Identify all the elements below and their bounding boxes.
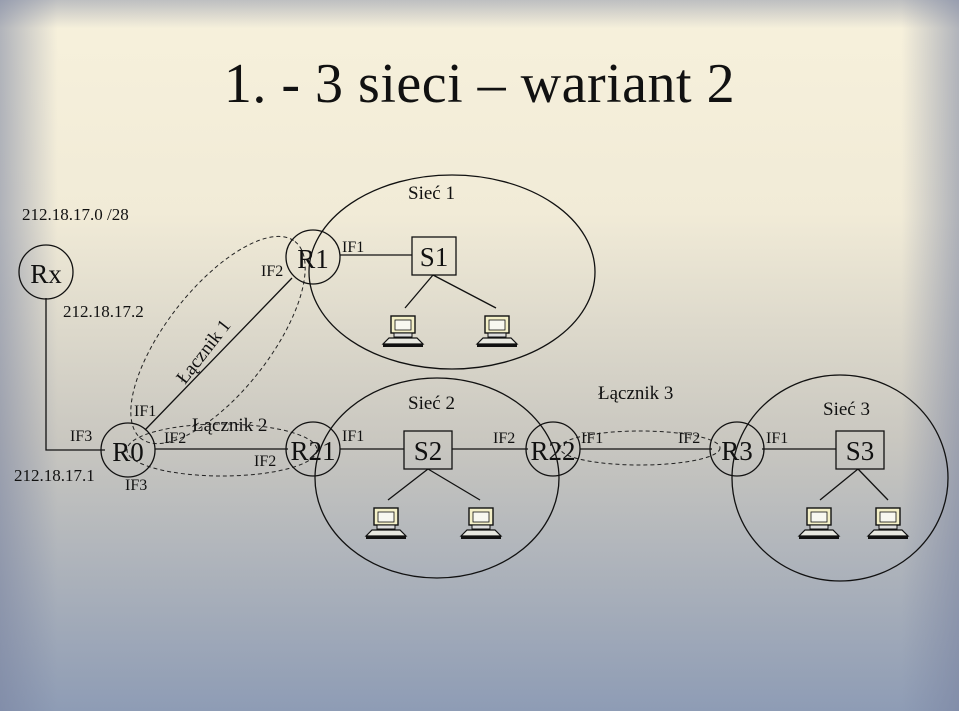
svg-text:S3: S3 [846, 436, 875, 466]
svg-text:R1: R1 [297, 244, 329, 274]
svg-text:IF1: IF1 [342, 428, 364, 445]
link-1-label: Łącznik 1 [172, 316, 235, 388]
computer-icon [382, 315, 424, 348]
svg-text:IF2: IF2 [254, 453, 276, 470]
computer-icon [867, 507, 909, 540]
r0-ip-label: 212.18.17.1 [14, 466, 95, 485]
link-3-label: Łącznik 3 [598, 383, 673, 404]
svg-text:R0: R0 [112, 437, 144, 467]
svg-text:IF3: IF3 [125, 477, 147, 494]
computer-icon [460, 507, 502, 540]
network-address-label: 212.18.17.0 /28 [22, 205, 129, 224]
link-1-dashed-ellipse [130, 235, 306, 445]
router-r22: R22 [525, 421, 581, 477]
link-3-dashed-ellipse [559, 430, 721, 466]
svg-text:IF3: IF3 [70, 428, 92, 445]
router-r1: R1 [285, 229, 341, 285]
svg-text:IF2: IF2 [261, 263, 283, 280]
slide-title: 1. - 3 sieci – wariant 2 [223, 53, 736, 115]
svg-text:IF2: IF2 [493, 430, 515, 447]
switch-s3: S3 [835, 430, 885, 470]
link-2-label: Łącznik 2 [192, 415, 267, 436]
svg-text:R3: R3 [721, 436, 753, 466]
router-rx: Rx [18, 244, 74, 300]
svg-text:IF1: IF1 [581, 430, 603, 447]
svg-text:IF2: IF2 [678, 430, 700, 447]
svg-text:S1: S1 [420, 242, 449, 272]
switch-s2: S2 [403, 430, 453, 470]
svg-text:R22: R22 [530, 436, 575, 466]
network-1-ellipse [308, 174, 596, 370]
router-r0: R0 [100, 422, 156, 478]
computer-icon [476, 315, 518, 348]
svg-text:IF1: IF1 [766, 430, 788, 447]
network-2-ellipse [314, 377, 560, 579]
network-2-label: Sieć 2 [408, 393, 455, 414]
svg-text:S2: S2 [414, 436, 443, 466]
svg-text:Rx: Rx [30, 259, 62, 289]
svg-text:IF1: IF1 [342, 239, 364, 256]
interface-labels: IF1 IF2 IF3 IF3 IF1 IF2 IF1 IF2 IF2 IF1 … [70, 239, 788, 494]
router-r3: R3 [709, 421, 765, 477]
svg-text:R21: R21 [290, 436, 335, 466]
switch-s1: S1 [411, 236, 457, 276]
computer-icon [365, 507, 407, 540]
network-3-ellipse [731, 374, 949, 582]
connection-lines [45, 254, 889, 501]
svg-text:IF1: IF1 [134, 403, 156, 420]
computer-icon [798, 507, 840, 540]
link-2-dashed-ellipse [126, 423, 318, 477]
rx-ip-label: 212.18.17.2 [63, 302, 144, 321]
router-r21: R21 [285, 421, 341, 477]
network-1-label: Sieć 1 [408, 183, 455, 204]
svg-text:IF2: IF2 [164, 430, 186, 447]
network-3-label: Sieć 3 [823, 399, 870, 420]
